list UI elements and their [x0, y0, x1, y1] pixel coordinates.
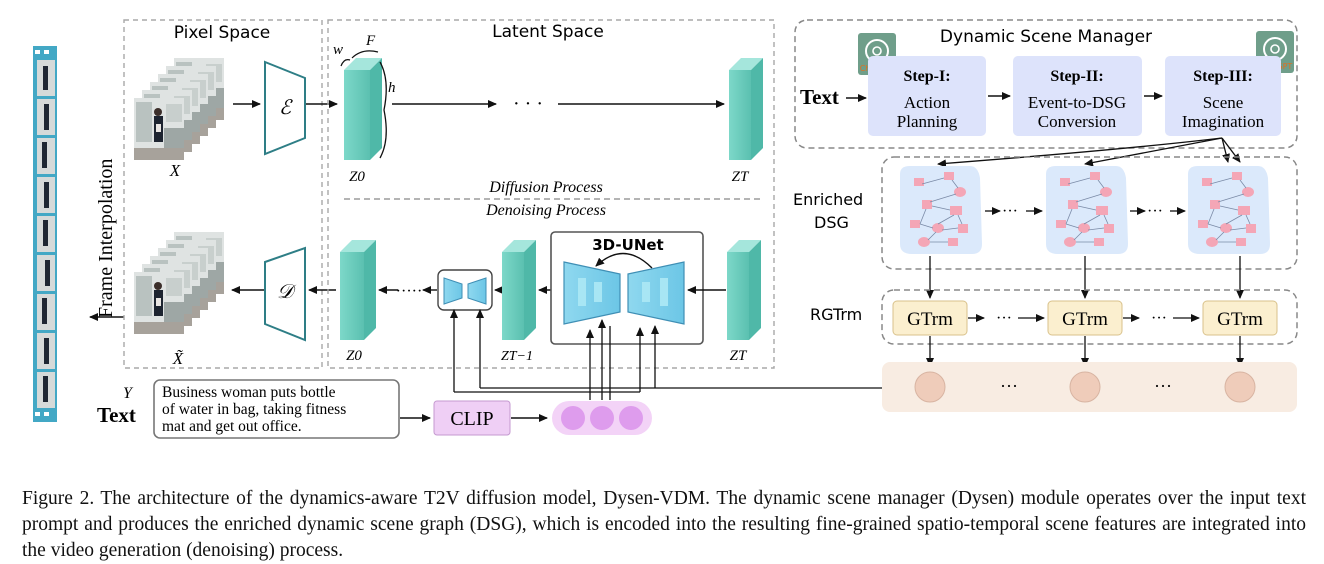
step-2-line-2: Conversion	[1038, 112, 1117, 131]
pixel-space-title: Pixel Space	[174, 23, 271, 43]
encoder-block: ℰ	[264, 60, 306, 156]
gtrm-block-2: GTrm	[1047, 300, 1123, 336]
gtrm-label-1: GTrm	[907, 309, 953, 330]
step-1-title: Step-I:	[903, 68, 950, 85]
feature-dots-2: ···	[1154, 376, 1172, 396]
dsg-graph-2	[1045, 165, 1129, 255]
prompt-line-1: Business woman puts bottle	[162, 384, 336, 401]
latent-z0-bottom	[340, 240, 376, 340]
zt1-bottom-label: ZT−1	[501, 349, 533, 364]
latent-ellipsis-top: · · ·	[513, 93, 543, 115]
rgtrm-label: RGTrm	[810, 305, 862, 324]
latent-zt1-bottom	[502, 240, 536, 340]
decoder-block: 𝒟	[264, 246, 306, 342]
encoder-symbol: ℰ	[279, 97, 293, 119]
unet-3d-block: 3D-UNet	[550, 231, 704, 345]
gtrm-label-3: GTrm	[1217, 309, 1263, 330]
gtrm-label-2: GTrm	[1062, 309, 1108, 330]
clip-encoder-box	[433, 400, 511, 436]
step-1-line-2: Planning	[897, 112, 958, 131]
input-video-frames	[134, 58, 224, 160]
dysen-vdm-architecture-diagram: Frame Interpolation Pixel Space X ℰ X̃ 𝒟…	[33, 19, 1298, 439]
frame-interpolation-label: Frame Interpolation	[95, 159, 117, 318]
step-1-line-1: Action	[904, 93, 951, 112]
step-3-line-1: Scene	[1203, 93, 1244, 112]
gtrm-dots-2: ···	[1151, 310, 1167, 327]
scene-features-band: ··· ···	[882, 362, 1297, 412]
gtrm-block-3: GTrm	[1202, 300, 1278, 336]
step-1-box: Step-I: Action Planning	[868, 56, 986, 136]
enriched-dsg-panel	[881, 156, 1298, 270]
step-3-title: Step-III:	[1193, 68, 1253, 85]
latent-zt-top	[729, 58, 763, 160]
decoder-symbol: 𝒟	[277, 281, 297, 303]
zt-bottom-label: ZT	[730, 348, 748, 364]
pixel-space-panel	[123, 19, 323, 369]
f-label: F	[365, 33, 376, 49]
caption-text: The architecture of the dynamics-aware T…	[22, 487, 1306, 561]
mini-unet-block	[437, 269, 493, 311]
step-2-line-1: Event-to-DSG	[1028, 93, 1126, 112]
step-3-line-2: Imagination	[1182, 112, 1265, 131]
video-film-strip	[33, 46, 57, 422]
latent-zt-bottom	[727, 240, 761, 340]
latent-z0-top	[344, 58, 382, 160]
latent-space-panel	[327, 19, 775, 369]
dsg-graph-3	[1187, 165, 1271, 255]
enriched-label-2: DSG	[814, 213, 849, 232]
input-video-label: X	[169, 161, 181, 180]
text-label-left: Text	[97, 403, 136, 427]
prompt-line-2: of water in bag, taking fitness	[162, 401, 346, 418]
latent-space-title: Latent Space	[492, 22, 604, 42]
output-video-frames	[134, 232, 224, 334]
step-2-title: Step-II:	[1050, 68, 1103, 85]
rgtrm-panel	[881, 289, 1298, 345]
output-video-label: X̃	[172, 349, 184, 368]
z0-top-label: Z0	[349, 169, 365, 185]
y-label: Y	[123, 385, 134, 402]
prompt-line-3: mat and get out office.	[162, 418, 302, 435]
enriched-label-1: Enriched	[793, 190, 863, 209]
clip-label: CLIP	[450, 408, 493, 430]
dsg-dots-2: ···	[1147, 203, 1163, 220]
diffusion-process-label: Diffusion Process	[488, 179, 603, 196]
denoising-process-label: Denoising Process	[485, 202, 606, 219]
latent-ellipsis-bottom: ·····	[396, 283, 423, 300]
caption-label: Figure 2.	[22, 487, 95, 509]
dysen-title: Dynamic Scene Manager	[940, 27, 1152, 47]
text-embedding-tokens	[552, 401, 652, 435]
step-2-box: Step-II: Event-to-DSG Conversion	[1013, 56, 1142, 136]
feature-dots-1: ···	[1000, 376, 1018, 396]
z0-bottom-label: Z0	[346, 348, 362, 364]
dsg-graph-1	[899, 165, 983, 255]
unet-3d-label: 3D-UNet	[592, 236, 663, 254]
gtrm-block-1: GTrm	[892, 300, 968, 336]
figure-caption: Figure 2.The architecture of the dynamic…	[22, 486, 1306, 564]
gtrm-dots-1: ···	[996, 310, 1012, 327]
w-label: w	[333, 42, 343, 58]
h-label: h	[388, 80, 396, 96]
dsg-dots-1: ···	[1002, 203, 1018, 220]
step-3-box: Step-III: Scene Imagination	[1165, 56, 1281, 136]
zt-top-label: ZT	[732, 169, 750, 185]
dysen-text-label: Text	[800, 85, 839, 109]
text-prompt-box	[153, 379, 400, 439]
